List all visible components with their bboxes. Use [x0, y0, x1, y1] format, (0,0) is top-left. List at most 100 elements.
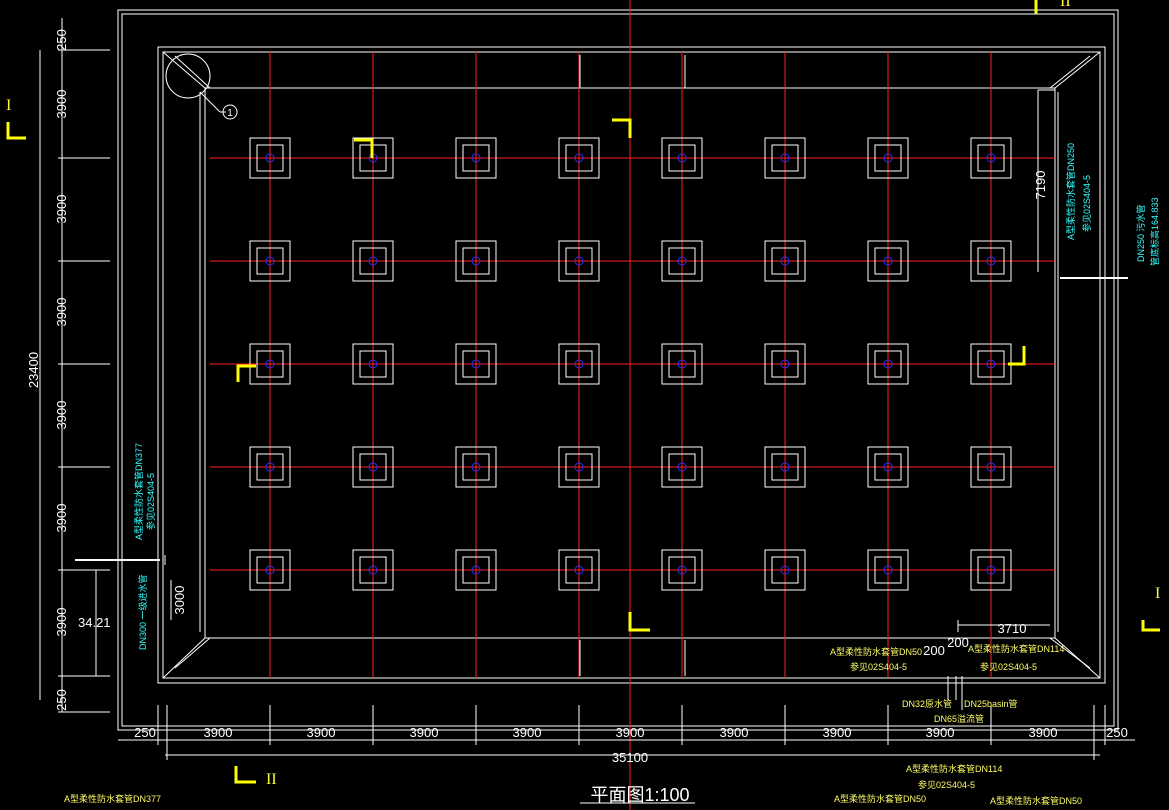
column: [764, 446, 806, 488]
right-elev-note: 管底标高164.833: [1149, 197, 1160, 266]
bottom-dim-250-left: 250: [134, 725, 156, 740]
right-dim-lines: [947, 90, 1128, 710]
column: [970, 446, 1012, 488]
column: [249, 549, 291, 591]
section-label-II-top: II: [1060, 0, 1071, 10]
column: [970, 343, 1012, 385]
column: [661, 137, 703, 179]
foot-ref-note: 参见02S404-5: [918, 779, 975, 790]
column: [661, 240, 703, 282]
bottom-dim-3900-7: 3900: [823, 725, 852, 740]
column: [249, 343, 291, 385]
bottom-dim-3900-3: 3900: [410, 725, 439, 740]
left-dim-lines: [39, 18, 172, 713]
column: [352, 446, 394, 488]
column: [558, 549, 600, 591]
column: [455, 137, 497, 179]
overall-width-dim: 35100: [612, 750, 648, 765]
column: [352, 240, 394, 282]
left-sleeve-note: A型柔性防水套管DN377: [133, 443, 144, 540]
bottom-dim-250-right: 250: [1106, 725, 1128, 740]
column: [764, 343, 806, 385]
column: [455, 343, 497, 385]
dim-3710: 3710: [998, 621, 1027, 636]
left-dim-3900-5: 3900: [54, 504, 69, 533]
column: [352, 549, 394, 591]
section-label-II-bottom: II: [266, 771, 277, 788]
left-dim-3900-3: 3900: [54, 298, 69, 327]
bottom-dim-3900-6: 3900: [720, 725, 749, 740]
foot-left-sleeve-note: A型柔性防水套管DN377: [64, 793, 161, 804]
left-dim-3900-2: 3900: [54, 195, 69, 224]
column: [558, 240, 600, 282]
column: [455, 549, 497, 591]
dim-200-b: 200: [923, 643, 945, 658]
column: [249, 240, 291, 282]
bottom-dim-3900-1: 3900: [204, 725, 233, 740]
ref-note-b: 参见02S404-5: [980, 661, 1037, 672]
pipe-dn32-note: DN32原水管: [902, 698, 952, 709]
left-dim-3900-4: 3900: [54, 401, 69, 430]
left-dim-250-bottom: 250: [54, 689, 69, 711]
column: [867, 240, 909, 282]
column-grid: [249, 137, 1012, 591]
sleeve-dn114-note: A型柔性防水套管DN114: [968, 643, 1064, 654]
right-dim-7190: 7190: [1033, 171, 1048, 200]
tank-walls: [117, 9, 1119, 731]
column: [558, 137, 600, 179]
grid-lines: [210, 0, 1055, 810]
pipe-dn65-note: DN65溢流管: [934, 713, 984, 724]
column: [970, 549, 1012, 591]
column: [970, 240, 1012, 282]
foot-sleeve-dn50-note-b: A型柔性防水套管DN50: [990, 795, 1082, 806]
foot-sleeve-dn114-note: A型柔性防水套管DN114: [906, 763, 1002, 774]
bottom-dim-3900-4: 3900: [513, 725, 542, 740]
sleeve-dn50-note: A型柔性防水套管DN50: [830, 646, 922, 657]
column: [764, 137, 806, 179]
overall-height-dim: 23400: [26, 352, 41, 388]
column: [352, 343, 394, 385]
section-marks: [6, 0, 1160, 784]
dim-3000: 3000: [172, 586, 187, 615]
column: [867, 549, 909, 591]
slab-edges: [199, 55, 1059, 676]
pipe-dn25-note: DN25basin管: [964, 698, 1018, 709]
column: [558, 446, 600, 488]
column: [661, 343, 703, 385]
column: [867, 343, 909, 385]
ref-note-a: 参见02S404-5: [850, 661, 907, 672]
callout-number: 1: [227, 108, 233, 119]
bottom-dim-3900-9: 3900: [1029, 725, 1058, 740]
left-ref-note: 参见02S404-5: [145, 473, 156, 530]
column: [558, 343, 600, 385]
column: [764, 240, 806, 282]
bottom-dim-3900-2: 3900: [307, 725, 336, 740]
dim-34-21: 34.21: [78, 615, 111, 630]
column: [249, 137, 291, 179]
column: [455, 240, 497, 282]
column: [661, 549, 703, 591]
left-dim-250-top: 250: [54, 29, 69, 51]
right-ref-note: 参见02S404-5: [1081, 175, 1092, 232]
column: [867, 446, 909, 488]
column: [764, 549, 806, 591]
left-dim-3900-1: 3900: [54, 90, 69, 119]
column: [867, 137, 909, 179]
bottom-dim-3900-8: 3900: [926, 725, 955, 740]
right-sleeve-note: A型柔性防水套管DN250: [1065, 143, 1076, 240]
column: [661, 446, 703, 488]
section-label-I-right: I: [1155, 585, 1160, 602]
bottom-dim-lines: [118, 705, 1135, 804]
bottom-dim-3900-5: 3900: [616, 725, 645, 740]
detail-callout: [165, 53, 238, 120]
foot-sleeve-dn50-note: A型柔性防水套管DN50: [834, 793, 926, 804]
left-dim-3900-6: 3900: [54, 608, 69, 637]
right-pipe-note: DN250 污水管: [1135, 204, 1146, 262]
column: [249, 446, 291, 488]
column: [970, 137, 1012, 179]
drawing-title: 平面图1:100: [590, 785, 689, 805]
column: [455, 446, 497, 488]
left-pipe-note: DN300 一级进水管: [137, 574, 148, 650]
section-label-I-left: I: [6, 97, 11, 114]
